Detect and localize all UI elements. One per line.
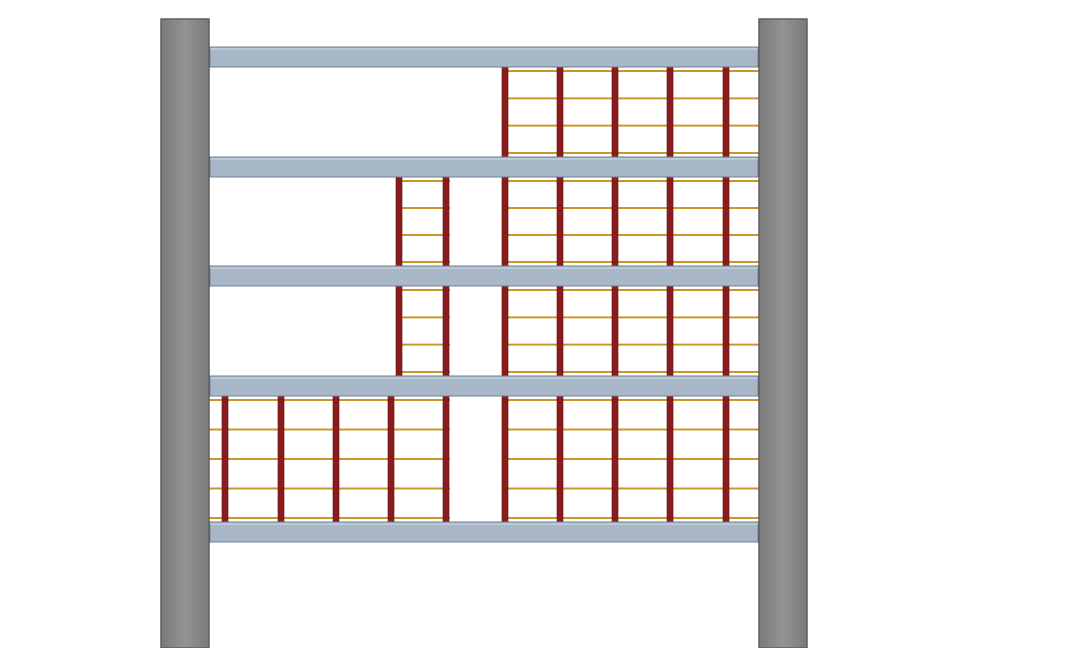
floor-beam-1 — [209, 46, 759, 68]
post — [666, 174, 674, 269]
post — [722, 64, 730, 160]
post — [722, 393, 730, 525]
post — [611, 64, 619, 160]
post — [611, 283, 619, 379]
post — [611, 393, 619, 525]
post — [387, 393, 395, 525]
post — [556, 283, 564, 379]
post — [556, 64, 564, 160]
post — [442, 174, 450, 269]
floor-beam-2 — [209, 156, 759, 178]
floor-beams — [209, 46, 759, 543]
post — [501, 393, 509, 525]
post — [556, 174, 564, 269]
columns — [160, 18, 808, 648]
infill-panel-storey-2-right — [501, 283, 768, 379]
infill-panel-storey-3-middle — [395, 174, 450, 269]
post — [332, 393, 340, 525]
post — [395, 283, 403, 379]
infill-panel-storey-2-middle — [395, 283, 450, 379]
infill-panels — [196, 64, 768, 525]
floor-beam-5 — [209, 521, 759, 543]
floor-beam-4 — [209, 375, 759, 397]
right-column — [758, 18, 808, 648]
left-column — [160, 18, 210, 648]
post — [277, 393, 285, 525]
post — [611, 174, 619, 269]
infill-panel-storey-4-right — [501, 64, 768, 160]
post — [666, 283, 674, 379]
post — [722, 283, 730, 379]
post — [395, 174, 403, 269]
post — [442, 283, 450, 379]
post — [501, 283, 509, 379]
infill-panel-storey-3-right — [501, 174, 768, 269]
post — [442, 393, 450, 525]
post — [221, 393, 229, 525]
infill-panel-storey-1-left — [196, 393, 450, 525]
post — [501, 174, 509, 269]
post — [666, 393, 674, 525]
post — [501, 64, 509, 160]
post — [666, 64, 674, 160]
floor-beam-3 — [209, 265, 759, 287]
post — [722, 174, 730, 269]
post — [556, 393, 564, 525]
infill-panel-storey-1-right — [501, 393, 768, 525]
